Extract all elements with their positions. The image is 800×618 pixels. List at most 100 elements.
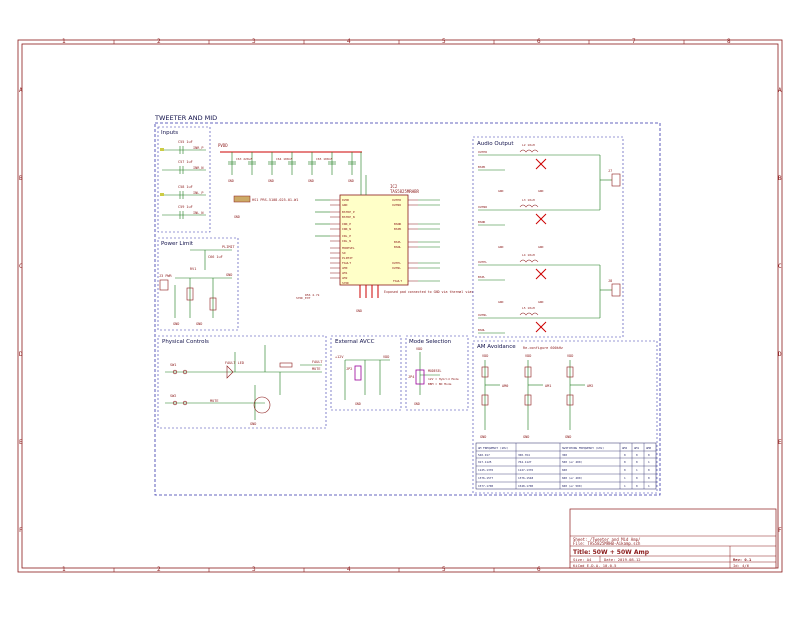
hs1-part: HS1 PRS-5108-025-01-W1 GND [233, 195, 298, 219]
border-row-f: F [19, 527, 23, 534]
mode-selection-section: Mode Selection VDD JP4 MODESEL 12V = Hyb… [405, 335, 469, 411]
ic-pin-l3: BSTRP_N [342, 215, 355, 219]
am-r2-c5: 0 [648, 468, 650, 472]
mode-net: MODESEL [428, 369, 442, 373]
inputs-title: Inputs [161, 130, 178, 136]
input-net-inr-n: INR_N [193, 166, 204, 170]
avcc-vdd: VDD [383, 355, 389, 359]
am-r2-c2: 600 [562, 468, 567, 472]
audio-gnd-3: GND [498, 245, 504, 249]
ic-sync-resistor: R56 4.7k [305, 293, 320, 297]
ic-pin-r6: OUTPL [392, 261, 401, 265]
border-col-5: 5 [442, 38, 446, 45]
audio-gnd-4: GND [538, 245, 544, 249]
power-limit-gnd-2: GND [173, 322, 179, 326]
power-limit-jumper: J3 PWR [159, 274, 173, 278]
power-limit-gnd: GND [226, 273, 232, 277]
ic-pin-r3: BSPR [394, 227, 401, 231]
am-r3-c5: 0 [648, 476, 650, 480]
am-r4-c0: 1577-1700 [478, 484, 493, 488]
border-col-2: 2 [157, 38, 161, 45]
audio-gnd-6: GND [538, 300, 544, 304]
border-row-a-r: A [778, 87, 782, 94]
mode-note: 12V = Hybrid Mode [428, 377, 459, 381]
input-cap-c58: C58 1uF [178, 185, 193, 189]
mode-note-2: BBM = BD Mode [428, 382, 452, 386]
input-net-inl-n: INL_N [193, 211, 204, 215]
border-row-d: D [19, 351, 23, 358]
am-r3-c4: 0 [636, 476, 638, 480]
audio-gnd-5: GND [498, 300, 504, 304]
ic-thermal-note: Exposed pad connected to GND via thermal… [384, 290, 473, 294]
am-gnd-3: GND [565, 435, 571, 439]
am-r3-c3: 1 [624, 476, 626, 480]
tweeter-mid-sheet-box [154, 122, 661, 496]
power-rail: PVDD GND GND GND GND C63 220uF C64 100nF… [218, 143, 362, 183]
title-text: Title: 50W + 50W Amp [573, 549, 650, 556]
ic-pin-l15: SYNC [342, 281, 349, 285]
am-gnd-1: GND [480, 435, 486, 439]
audio-net-outnr: OUTNR [478, 205, 487, 209]
mode-selection-title: Mode Selection [409, 339, 452, 345]
am-r0-c0: 540-917 [478, 453, 490, 457]
mute-net: MUTE [312, 367, 320, 371]
power-limit-title: Power Limit [161, 241, 194, 247]
am-r1-c5: 1 [648, 460, 650, 464]
fault-led-label: FAULT LED [225, 361, 244, 365]
am-th-1: SWITCHING FREQUENCY (kHz) [562, 446, 604, 450]
am-r2-c3: 0 [624, 468, 626, 472]
title-kicad: KiCad E.D.A. 10.0.5 [573, 563, 616, 568]
am-r4-c2: 600 (or 500) [562, 484, 583, 488]
border-col-7: 7 [632, 38, 636, 45]
ic-pin-l11: FAULT [342, 261, 351, 265]
pvdd-rail-label: PVDD [218, 143, 228, 148]
am-avoidance-section: AM Avoidance Re-configure 600kHz VDD VDD… [472, 340, 658, 494]
ic-pin-l7: INL_N [342, 239, 351, 243]
ic-pin-l8: MODESEL [342, 246, 355, 250]
ic-gnd: GND [356, 309, 362, 313]
ic-ref: IC2 [390, 184, 398, 189]
am-r4-c5: 1 [648, 484, 650, 488]
audio-net-bsnr: BSNR [478, 220, 485, 224]
external-avcc-title: External AVCC [335, 339, 375, 345]
ic-pin-l14: AM2 [342, 276, 348, 280]
inductor-l2: L2 10uH [522, 143, 535, 147]
border-row-c-r: C [778, 263, 782, 270]
rail-gnd-1: GND [228, 179, 234, 183]
audio-net-bspr: BSPR [478, 165, 485, 169]
sheet-frame [17, 39, 783, 573]
j7-ref: J7 [608, 169, 612, 173]
ic-pin-l4: INR_P [342, 222, 351, 226]
am-r1-c1: 764-1127 [518, 460, 532, 464]
border-col-8: 8 [727, 38, 731, 45]
avcc-gnd: GND [355, 402, 361, 406]
am-r1-c3: 0 [624, 460, 626, 464]
am-r3-c1: 1376-1548 [518, 476, 533, 480]
mute-label: MUTE [210, 399, 218, 403]
sheet-title: TWEETER AND MID [154, 114, 217, 122]
ic-pin-r1: OUTNR [392, 203, 401, 207]
am-th-0: AM FREQUENCY (kHz) [478, 446, 509, 450]
mode-vdd: VDD [416, 347, 422, 351]
power-limit-section: Power Limit J3 PWR RV1 PLIMIT C66 1uF GN… [157, 237, 239, 331]
inductor-l5: L5 10uH [522, 306, 535, 310]
sw1-ref: SW1 [170, 363, 176, 367]
plimit-cap: C66 1uF [208, 255, 223, 259]
audio-gnd-1: GND [498, 189, 504, 193]
inductor-l4: L4 10uH [522, 253, 535, 257]
cap-c63: C63 220uF [236, 157, 252, 161]
rv1-ref: RV1 [190, 267, 196, 271]
border-row-c: C [19, 263, 23, 270]
border-col-6b: 6 [537, 566, 541, 573]
border-col-2b: 2 [157, 566, 161, 573]
ic-pin-l2: BSTRP_P [342, 210, 355, 214]
audio-net-bsnl: BSNL [478, 328, 485, 332]
border-col-4b: 4 [347, 566, 351, 573]
am-vdd-3: VDD [567, 354, 573, 358]
ic-pin-l13: AM1 [342, 271, 348, 275]
ic-pin-r0: OUTPR [392, 198, 401, 202]
am-table: AM FREQUENCY (kHz) SWITCHING FREQUENCY (… [475, 442, 657, 490]
mode-gnd: GND [414, 402, 420, 406]
am-r4-c4: 0 [636, 484, 638, 488]
